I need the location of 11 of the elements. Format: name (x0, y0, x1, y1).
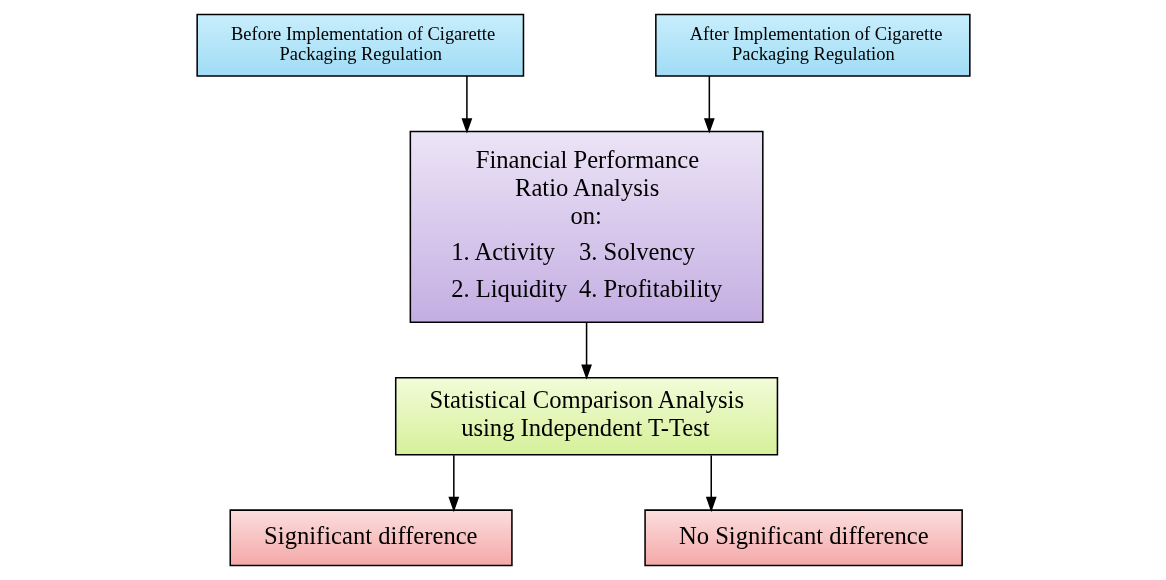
node-box: Significant difference (229, 509, 513, 567)
node-box: Financial Performance Ratio Analysis on: 1. Activity 3. Solvency 2. Liquidity 4. Profitability (409, 130, 764, 324)
arrow (703, 75, 715, 134)
node-box: Before Implementation of Cigarette Packaging Regulation (195, 13, 524, 77)
node-box: No Significant difference (643, 509, 963, 567)
node-box: Statistical Comparison Analysis using Independent T-Test (394, 376, 778, 456)
arrow (461, 75, 472, 134)
node-box: After Implementation of Cigarette Packaging Regulation (654, 13, 971, 77)
arrow (580, 321, 592, 380)
arrow (447, 454, 459, 513)
arrow (705, 454, 717, 513)
